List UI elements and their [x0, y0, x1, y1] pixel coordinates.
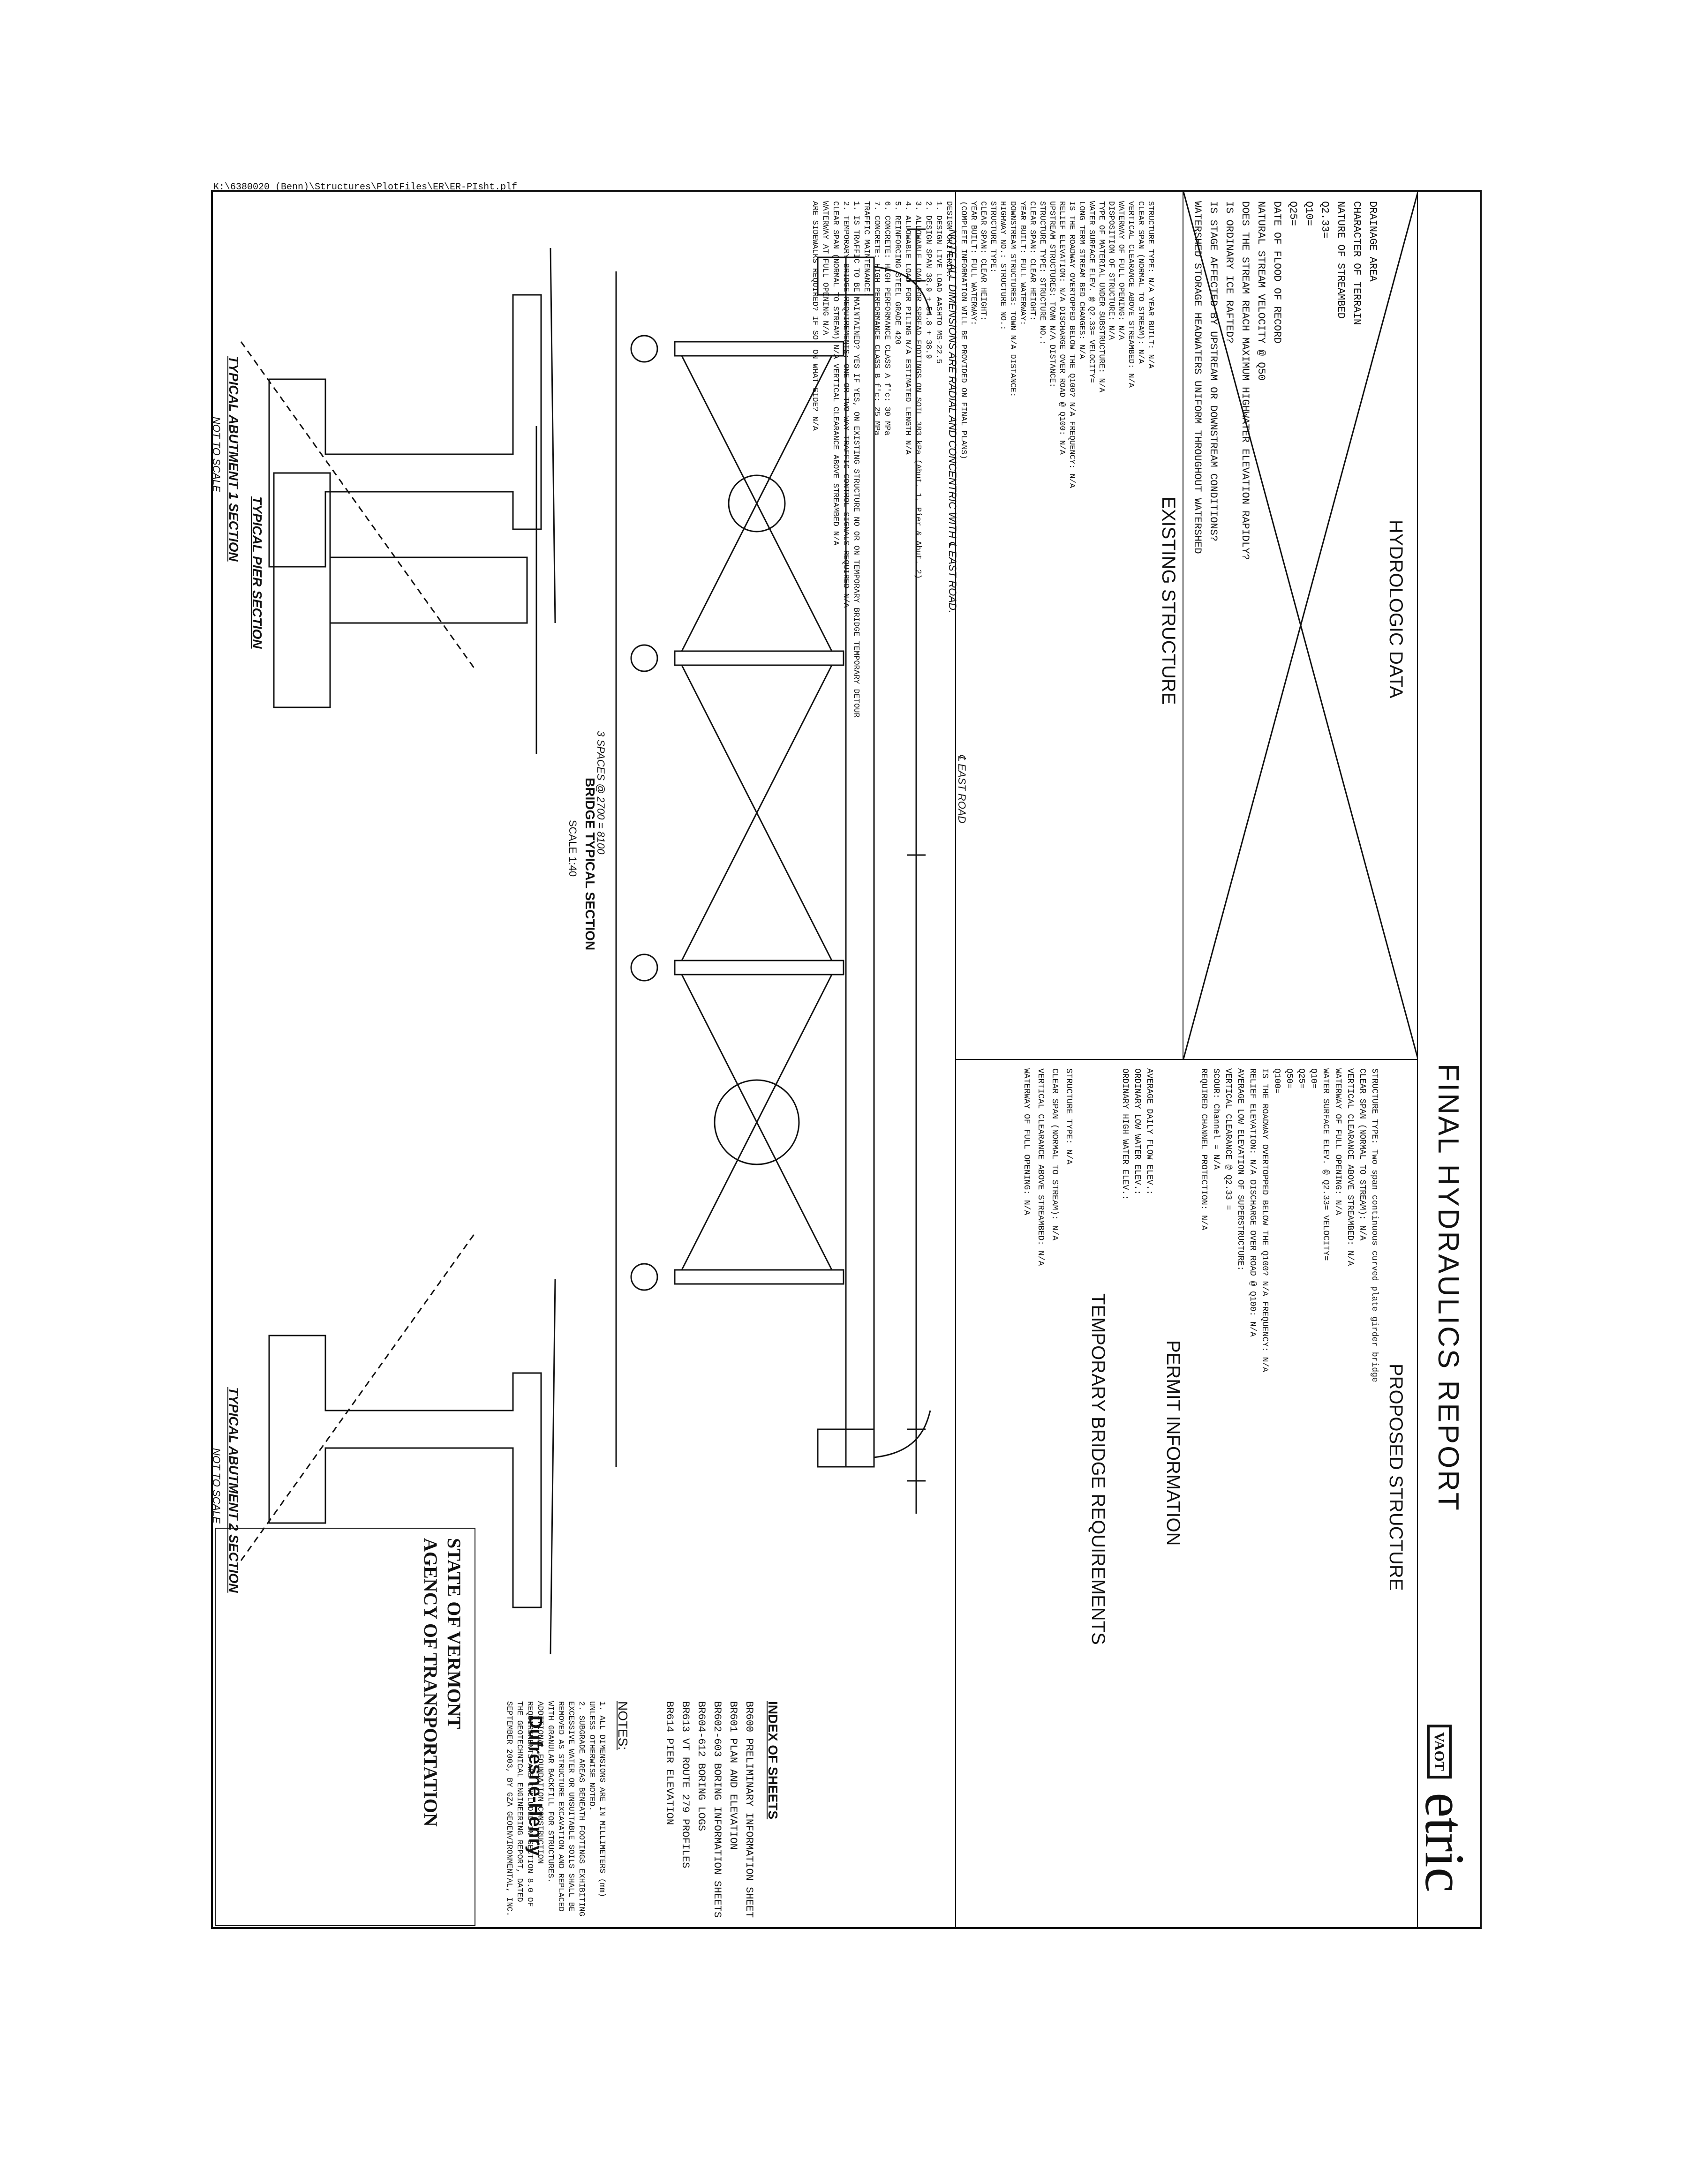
- index-item: BR614 PIER ELEVATION: [663, 1701, 675, 1825]
- logo-brand: VAOT: [1426, 1725, 1452, 1779]
- existing-line: UPSTREAM STRUCTURES: TOWN N/A DISTANCE:: [1047, 201, 1056, 388]
- abut1-scale: NOT TO SCALE: [211, 417, 222, 492]
- temporary-line: WATERWAY OF FULL OPENING: N/A: [1022, 1068, 1031, 1216]
- existing-line: RELIEF ELEVATION: N/A DISCHARGE OVER ROA…: [1057, 201, 1066, 455]
- proposed-line: VERTICAL CLEARANCE @ Q2.33 =: [1223, 1068, 1233, 1210]
- permit-line: ORDINARY HIGH WATER ELEV.:: [1120, 1068, 1130, 1200]
- existing-line: WATERWAY OF FULL OPENING: N/A: [1116, 201, 1125, 340]
- existing-line: LONG TERM STREAM BED CHANGES: N/A: [1077, 201, 1086, 359]
- proposed-line: Q100=: [1272, 1068, 1281, 1094]
- center-label: ℄ EAST ROAD: [956, 754, 968, 824]
- existing-line: TYPE OF MATERIAL UNDER SUBSTRUCTURE: N/A: [1097, 201, 1106, 393]
- existing-line: WATER SURFACE ELEV. @ Q2.33= VELOCITY=: [1087, 201, 1096, 383]
- note-item: 1. ALL DIMENSIONS ARE IN MILLIMETERS (mm…: [587, 1701, 606, 1898]
- proposed-line: Q10=: [1309, 1068, 1318, 1089]
- existing-line: HIGHWAY NO.: STRUCTURE NO.:: [998, 201, 1007, 330]
- existing-line: YEAR BUILT: FULL WATERWAY:: [969, 201, 978, 326]
- drawing-sheet: VAOT etric FINAL HYDRAULICS REPORT HYDRO…: [211, 190, 1482, 1929]
- notes-list: 1. ALL DIMENSIONS ARE IN MILLIMETERS (mm…: [504, 1701, 607, 1921]
- abut1-title: TYPICAL ABUTMENT 1 SECTION: [226, 356, 241, 562]
- index-item: BR601 PLAN AND ELEVATION: [727, 1701, 739, 1850]
- proposed-line: REQUIRED CHANNEL PROTECTION: N/A: [1199, 1068, 1208, 1231]
- rotated-content: VAOT etric FINAL HYDRAULICS REPORT HYDRO…: [211, 192, 1484, 1931]
- permit-title: PERMIT INFORMATION: [1163, 1340, 1183, 1546]
- existing-line: CLEAR SPAN (NORMAL TO STREAM): N/A: [1136, 201, 1145, 364]
- existing-line: YEAR BUILT: FULL WATERWAY:: [1018, 201, 1027, 326]
- proposed-line: Q50=: [1284, 1068, 1294, 1089]
- proposed-line: RELIEF ELEVATION: N/A DISCHARGE OVER ROA…: [1248, 1068, 1257, 1337]
- proposed-line: STRUCTURE TYPE: Two span continuous curv…: [1370, 1068, 1379, 1382]
- existing-line: CLEAR SPAN: CLEAR HEIGHT:: [979, 201, 987, 321]
- existing-line: STRUCTURE TYPE: STRUCTURE NO.:: [1038, 201, 1047, 345]
- top-note: NOTE: ALL DIMENSIONS ARE RADIAL AND CONC…: [947, 229, 958, 613]
- proposed-lines: STRUCTURE TYPE: Two span continuous curv…: [1198, 1068, 1380, 1382]
- proposed-line: WATER SURFACE ELEV. @ Q2.33= VELOCITY=: [1321, 1068, 1330, 1261]
- temporary-line: STRUCTURE TYPE: N/A: [1064, 1068, 1073, 1165]
- index-item: BR604-612 BORING LOGS: [695, 1701, 707, 1831]
- logo-mark: VAOT etric: [1412, 1725, 1477, 1892]
- proposed-line: VERTICAL CLEARANCE ABOVE STREAMBED: N/A: [1345, 1068, 1355, 1266]
- existing-line: (COMPLETE INFORMATION WILL BE PROVIDED O…: [959, 201, 968, 459]
- abut2-scale: NOT TO SCALE: [211, 1448, 222, 1524]
- index-item: BR613 VT ROUTE 279 PROFILES: [679, 1701, 691, 1869]
- existing-line: DISPOSITION OF STRUCTURE: N/A: [1107, 201, 1115, 340]
- index-title: INDEX OF SHEETS: [766, 1701, 780, 1820]
- proposed-line: SCOUR: Channel = N/A: [1211, 1068, 1221, 1170]
- proposed-line: Q25=: [1296, 1068, 1306, 1089]
- bridge-typical-section-drawing: [615, 228, 931, 1514]
- title-block: STATE OF VERMONT AGENCY OF TRANSPORTATIO…: [215, 1528, 475, 1926]
- pier-section-drawing: [273, 426, 537, 754]
- existing-lines: STRUCTURE TYPE: N/A YEAR BUILT: N/A CLEA…: [958, 201, 1155, 488]
- permit-line: AVERAGE DAILY FLOW ELEV.:: [1145, 1068, 1154, 1195]
- proposed-line: AVERAGE LOW ELEVATION OF SUPERSTRUCTURE:: [1236, 1068, 1245, 1271]
- pier-title: TYPICAL PIER SECTION: [250, 496, 264, 649]
- index-list: BR600 PRELIMINARY INFORMATION SHEET BR60…: [661, 1701, 757, 1918]
- hydrologic-cross-out: [1183, 192, 1418, 1059]
- existing-line: STRUCTURE TYPE: N/A YEAR BUILT: N/A: [1146, 201, 1155, 369]
- permit-lines: AVERAGE DAILY FLOW ELEV.: ORDINARY LOW W…: [1119, 1068, 1155, 1200]
- existing-line: STRUCTURE TYPE:: [988, 201, 997, 273]
- bridge-section-scale: SCALE 1:40: [567, 820, 579, 877]
- report-title: FINAL HYDRAULICS REPORT: [1432, 1064, 1464, 1512]
- notes-title: NOTES:: [616, 1701, 630, 1750]
- existing-line: CLEAR SPAN: CLEAR HEIGHT:: [1028, 201, 1037, 321]
- proposed-line: CLEAR SPAN (NORMAL TO STREAM): N/A: [1357, 1068, 1367, 1241]
- index-item: BR600 PRELIMINARY INFORMATION SHEET: [743, 1701, 755, 1918]
- girder-spacing: 3 SPACES @ 2700 = 8100: [595, 731, 607, 855]
- title-state: STATE OF VERMONT: [444, 1538, 465, 1729]
- proposed-line: IS THE ROADWAY OVERTOPPED BELOW THE Q100…: [1260, 1068, 1269, 1373]
- firm-name: Dufresne-Henry: [525, 1715, 546, 1856]
- temporary-lines: STRUCTURE TYPE: N/A CLEAR SPAN (NORMAL T…: [1019, 1068, 1076, 1266]
- existing-line: DOWNSTREAM STRUCTURES: TOWN N/A DISTANCE…: [1008, 201, 1017, 398]
- temporary-line: CLEAR SPAN (NORMAL TO STREAM): N/A: [1050, 1068, 1059, 1241]
- index-item: BR602-603 BORING INFORMATION SHEETS: [711, 1701, 723, 1918]
- temporary-line: VERTICAL CLEARANCE ABOVE STREAMBED: N/A: [1036, 1068, 1045, 1266]
- logo-word: etric: [1414, 1792, 1476, 1892]
- existing-line: VERTICAL CLEARANCE ABOVE STREAMBED: N/A: [1126, 201, 1135, 388]
- column-divider: [956, 1059, 1418, 1060]
- proposed-title: PROPOSED STRUCTURE: [1386, 1364, 1406, 1591]
- substructure-sections-drawing: [240, 248, 556, 1655]
- temporary-title: TEMPORARY BRIDGE REQUIREMENTS: [1088, 1293, 1108, 1645]
- title-agency: AGENCY OF TRANSPORTATION: [420, 1538, 441, 1827]
- existing-line: IS THE ROADWAY OVERTOPPED BELOW THE Q100…: [1067, 201, 1076, 488]
- existing-title: EXISTING STRUCTURE: [1158, 496, 1179, 705]
- permit-line: ORDINARY LOW WATER ELEV.:: [1132, 1068, 1142, 1195]
- proposed-line: WATERWAY OF FULL OPENING: N/A: [1333, 1068, 1342, 1216]
